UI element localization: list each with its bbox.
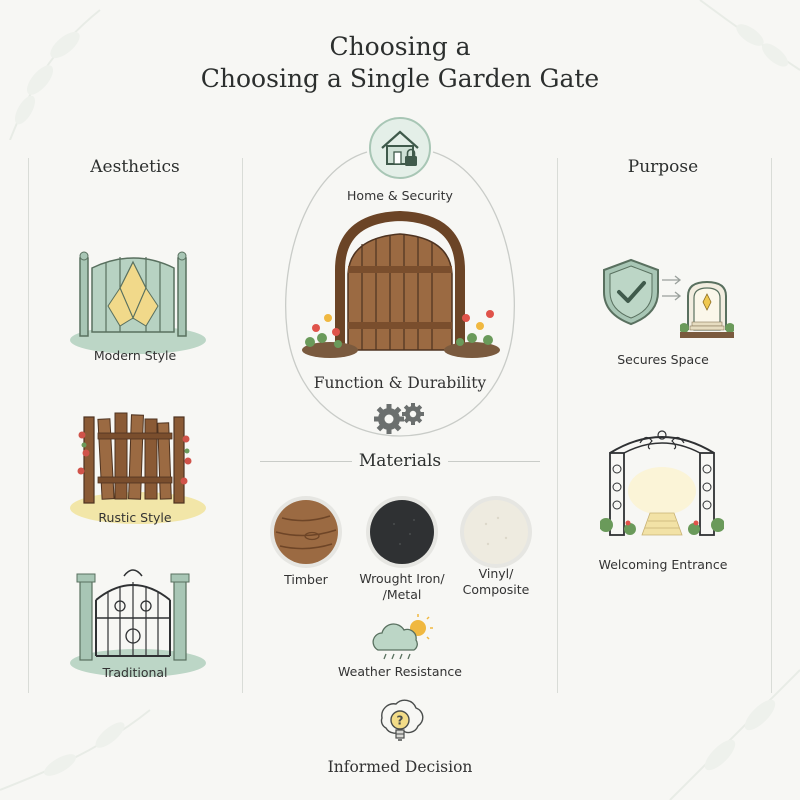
material-iron-label-line-2: /Metal: [382, 587, 422, 602]
divider-left-inner: [242, 158, 243, 693]
divider-left-outer: [28, 158, 29, 693]
home-security-label: Home & Security: [347, 188, 453, 203]
svg-text:?: ?: [397, 714, 404, 728]
page-title-line-2: Choosing a Single Garden Gate: [200, 64, 600, 93]
divider-right-outer: [771, 158, 772, 693]
small-doorway-icon: [680, 280, 734, 338]
material-vinyl-label-line-1: Vinyl/: [478, 566, 514, 581]
weather-resistance-label: Weather Resistance: [338, 664, 462, 679]
weather-cloud-sun-icon: [372, 614, 433, 660]
traditional-gate-icon: [70, 569, 206, 677]
leaf-decoration-top-left-icon: [9, 9, 101, 140]
material-iron-label-line-1: Wrought Iron/: [359, 571, 445, 586]
function-durability-label: Function & Durability: [313, 374, 487, 392]
material-vinyl-label-line-2: Composite: [462, 582, 530, 597]
material-timber-label: Timber: [284, 572, 328, 587]
modern-gate-icon: [70, 251, 206, 354]
page-title-line-1: Choosing a: [329, 32, 471, 61]
arrows-icon: [662, 275, 682, 301]
materials-divider-right: [448, 461, 540, 462]
function-oval-outline: [285, 151, 515, 437]
aesthetics-heading: Aesthetics: [90, 157, 180, 177]
leaf-decoration-bottom-right-icon: [669, 669, 800, 800]
purpose-item-welcoming-label: Welcoming Entrance: [598, 557, 728, 572]
vinyl-composite-swatch-icon: [460, 496, 532, 568]
aesthetics-item-modern-label: Modern Style: [93, 348, 177, 363]
gears-icon: [374, 403, 424, 434]
wooden-arch-gate-icon: [302, 210, 500, 358]
informed-decision-label: Informed Decision: [327, 758, 473, 776]
purpose-heading: Purpose: [627, 157, 699, 177]
rustic-gate-icon: [70, 412, 206, 524]
timber-swatch-icon: [270, 496, 342, 568]
leaf-decoration-bottom-left-icon: [0, 709, 151, 791]
shield-check-icon: [603, 258, 659, 326]
home-security-icon: [369, 117, 431, 179]
lightbulb-question-icon: ?: [380, 699, 424, 741]
aesthetics-item-rustic-label: Rustic Style: [98, 510, 172, 525]
divider-right-inner: [557, 158, 558, 693]
materials-heading: Materials: [358, 451, 442, 471]
iron-arch-entrance-icon: [600, 430, 724, 536]
aesthetics-item-traditional-label: Traditional: [102, 665, 168, 680]
materials-divider-left: [260, 461, 352, 462]
wrought-iron-swatch-icon: [366, 496, 438, 568]
purpose-item-secures-label: Secures Space: [617, 352, 709, 367]
leaf-decoration-top-right-icon: [699, 0, 800, 71]
